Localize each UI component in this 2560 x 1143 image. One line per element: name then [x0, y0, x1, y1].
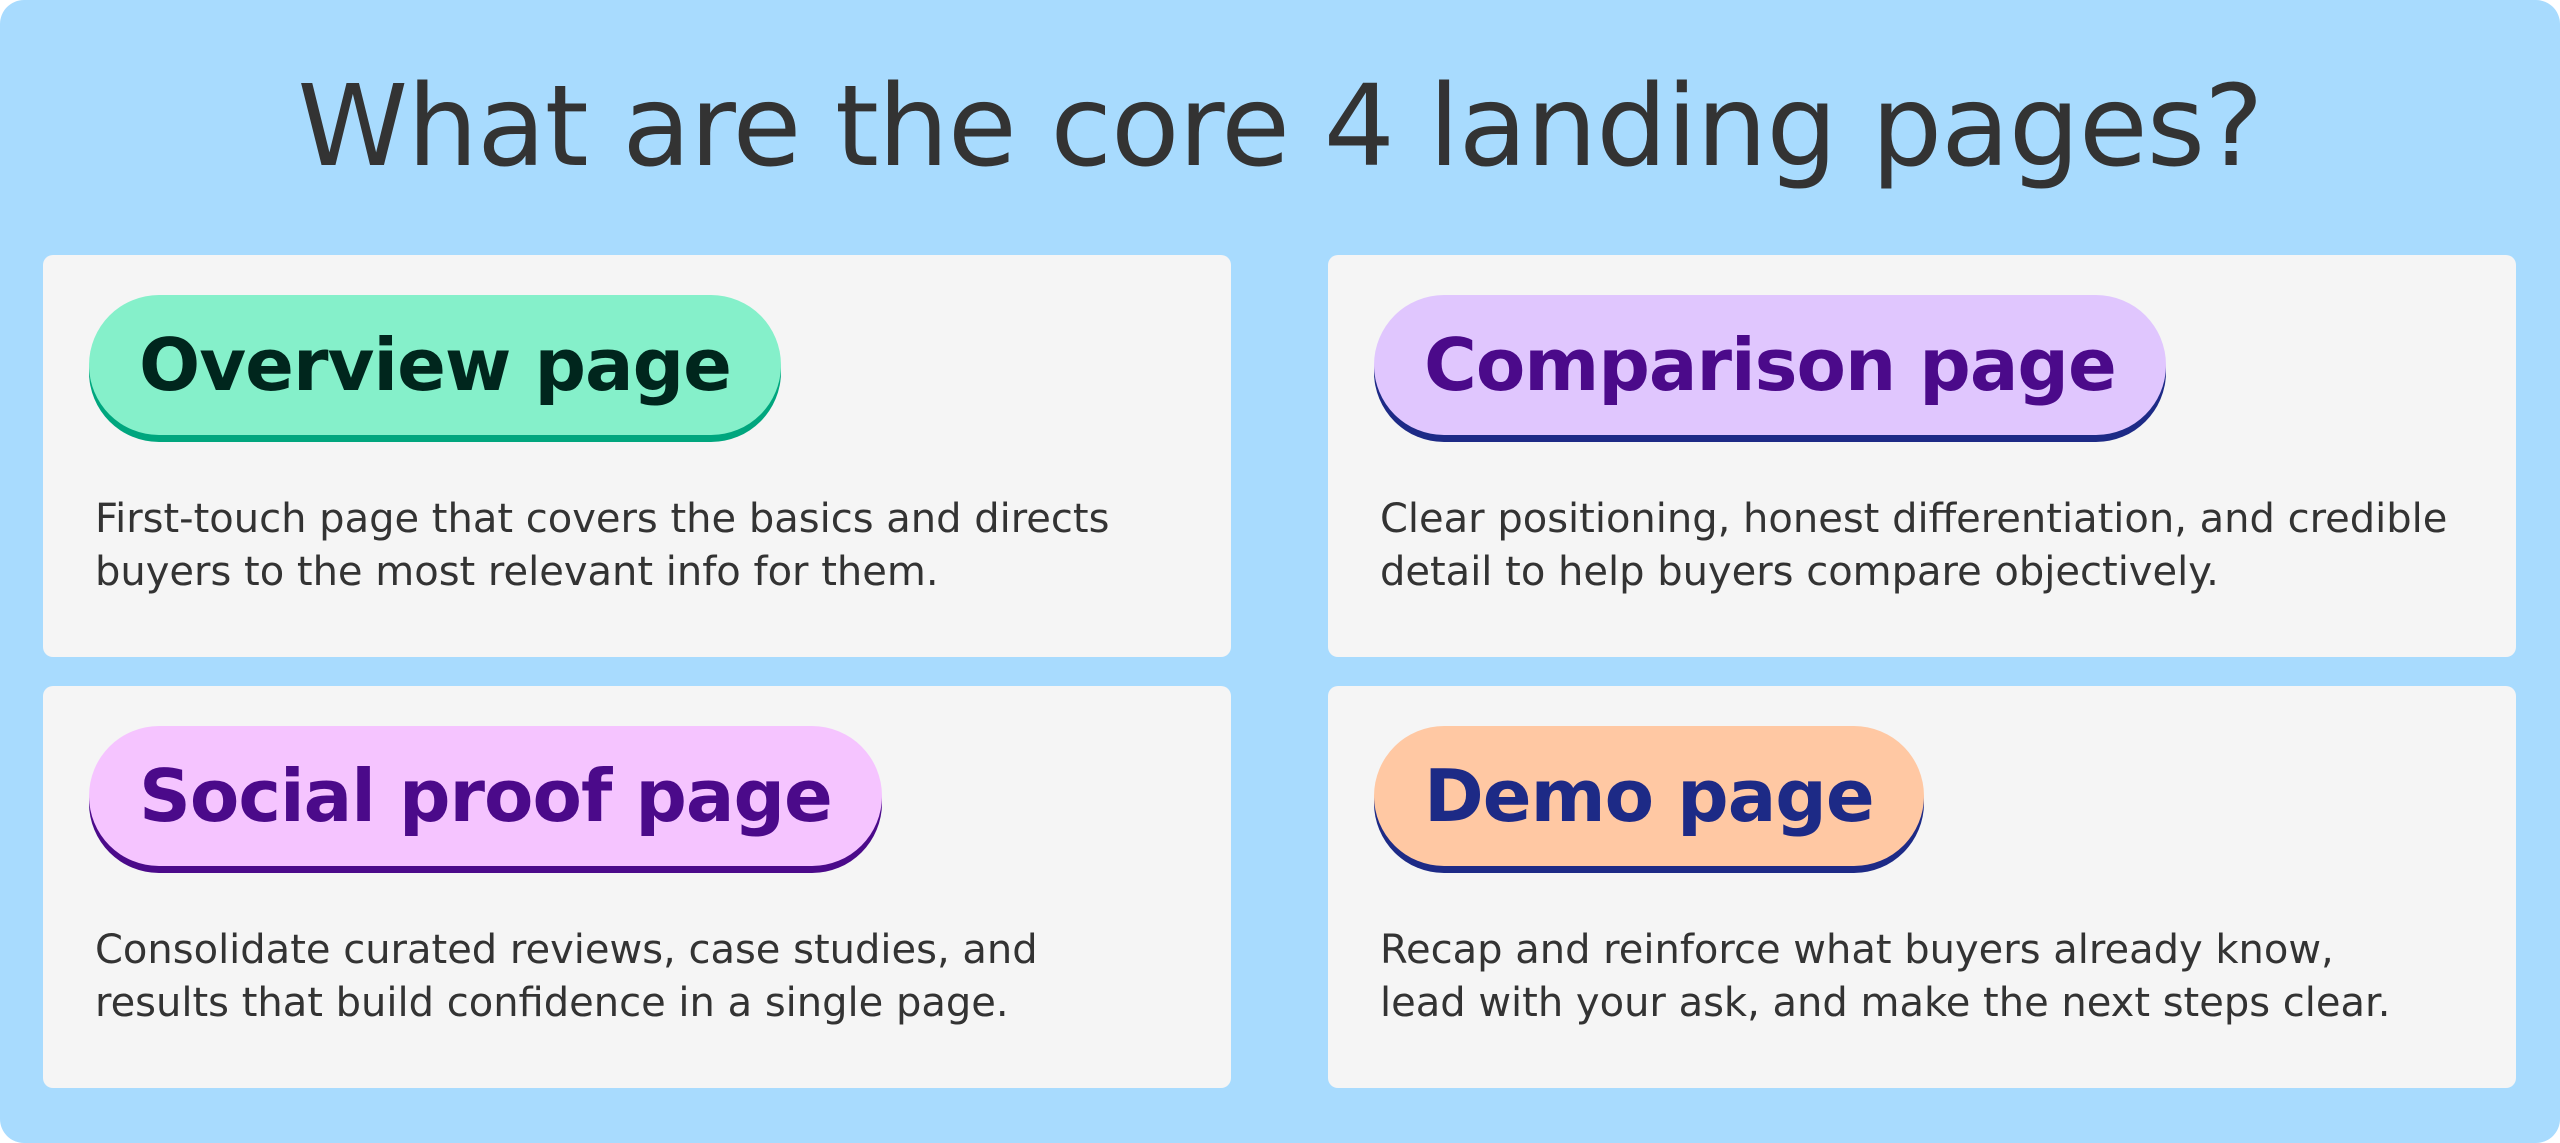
- page-title: What are the core 4 landing pages?: [297, 62, 2263, 192]
- card-comparison: Comparison page Clear positioning, hones…: [1328, 255, 2516, 657]
- card-overview: Overview page First-touch page that cove…: [43, 255, 1231, 657]
- pill-label: Social proof page: [89, 726, 882, 866]
- card-description: Clear positioning, honest differentiatio…: [1380, 496, 2448, 595]
- card-description: First-touch page that covers the basics …: [95, 496, 1110, 595]
- pill-label: Comparison page: [1374, 295, 2166, 435]
- pill-label: Demo page: [1374, 726, 1924, 866]
- card-description: Recap and reinforce what buyers already …: [1380, 927, 2391, 1026]
- card-demo: Demo page Recap and reinforce what buyer…: [1328, 686, 2516, 1088]
- pill-label: Overview page: [89, 295, 782, 435]
- card-social-proof: Social proof page Consolidate curated re…: [43, 686, 1231, 1088]
- card-description: Consolidate curated reviews, case studie…: [95, 927, 1038, 1026]
